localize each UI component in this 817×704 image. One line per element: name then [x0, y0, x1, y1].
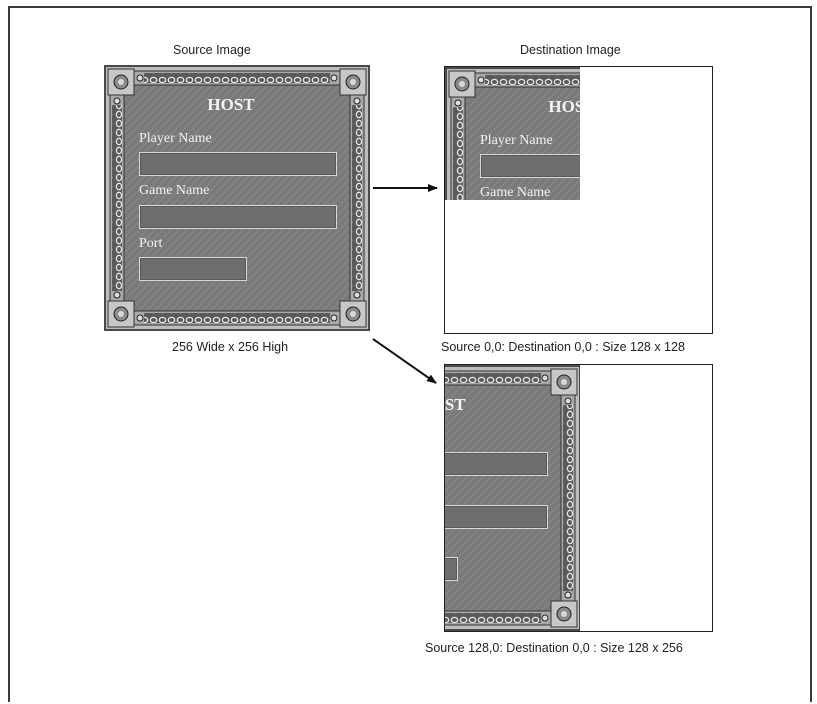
host-frame-graphic	[104, 65, 370, 331]
figure-frame	[8, 6, 812, 702]
bolt-icon	[339, 68, 367, 96]
destination-image-top: HOST Player Name Game Name Port	[444, 66, 713, 334]
game-name-field[interactable]	[139, 205, 337, 229]
bolt-icon	[107, 300, 135, 328]
host-dialog: HOST Player Name Game Name Port	[445, 67, 580, 200]
source-title: Source Image	[173, 43, 251, 57]
host-frame-graphic	[445, 365, 580, 631]
game-name-label: Game Name	[139, 183, 210, 198]
port-label: Port	[139, 236, 163, 251]
player-name-field[interactable]	[445, 452, 548, 476]
player-name-field[interactable]	[480, 154, 580, 178]
bolt-icon	[550, 600, 578, 628]
bolt-icon	[339, 300, 367, 328]
destination-caption-bottom: Source 128,0: Destination 0,0 : Size 128…	[425, 641, 683, 655]
destination-crop-top: HOST Player Name Game Name Port	[445, 67, 580, 200]
game-name-label: Game Name	[480, 185, 551, 200]
bolt-icon	[107, 68, 135, 96]
host-title: HOST	[548, 97, 580, 116]
source-image: HOST Player Name Game Name Port	[104, 65, 370, 331]
port-field[interactable]	[445, 557, 458, 581]
source-caption: 256 Wide x 256 High	[172, 340, 289, 354]
game-name-field[interactable]	[445, 505, 548, 529]
destination-title: Destination Image	[520, 43, 621, 57]
destination-crop-bottom: HOST Player Name Game Name Port	[445, 365, 580, 631]
arrow-to-bottom	[372, 338, 437, 384]
host-title: HOST	[207, 95, 255, 114]
port-field[interactable]	[139, 257, 247, 281]
bolt-icon	[550, 368, 578, 396]
host-title: HOST	[445, 395, 466, 414]
player-name-field[interactable]	[139, 152, 337, 176]
destination-image-bottom: HOST Player Name Game Name Port	[444, 364, 713, 632]
player-name-label: Player Name	[139, 131, 212, 146]
host-dialog: HOST Player Name Game Name Port	[445, 365, 580, 631]
destination-caption-top: Source 0,0: Destination 0,0 : Size 128 x…	[441, 340, 685, 354]
host-dialog: HOST Player Name Game Name Port	[104, 65, 370, 331]
host-frame-graphic	[445, 67, 580, 200]
bolt-icon	[448, 70, 476, 98]
player-name-label: Player Name	[480, 133, 553, 148]
